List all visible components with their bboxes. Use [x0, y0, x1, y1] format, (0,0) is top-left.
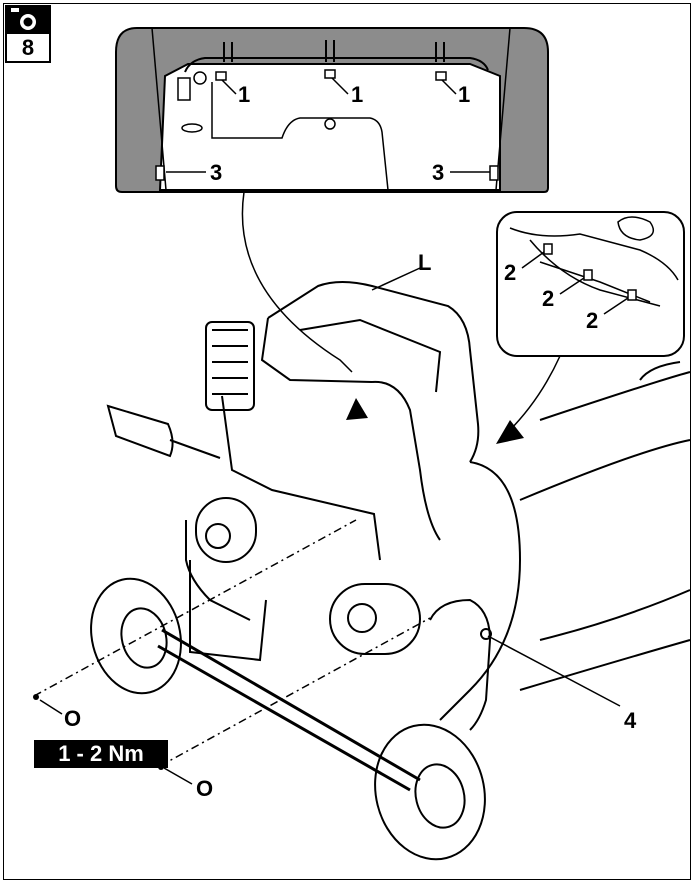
callout-3-left: 3: [210, 160, 223, 185]
callout-2-bottom: 2: [586, 308, 599, 333]
screw-marker: [33, 694, 39, 700]
callout-1-right: 1: [458, 82, 471, 107]
figure-frame: [3, 3, 691, 880]
callout-2-top: 2: [504, 260, 517, 285]
leader-lines: [33, 267, 621, 785]
torque-spec-label: 1 - 2 Nm: [34, 740, 168, 768]
right-detail-inset: [496, 211, 685, 357]
callout-2-middle: 2: [542, 286, 555, 311]
shredder-machine: [90, 281, 691, 861]
step-badge: 8: [5, 5, 51, 63]
camera-icon: [7, 7, 49, 34]
top-detail-inset: [115, 27, 549, 193]
callout-1-center: 1: [351, 82, 364, 107]
callout-O-lower: O: [196, 776, 214, 801]
callout-3-right: 3: [432, 160, 445, 185]
callout-4: 4: [624, 708, 637, 733]
callout-L: L: [418, 250, 432, 275]
arrow-marker: [496, 420, 524, 444]
step-number: 8: [21, 35, 35, 60]
callout-1-left: 1: [238, 82, 251, 107]
callout-O-upper: O: [64, 706, 82, 731]
arrow-marker: [346, 398, 368, 420]
